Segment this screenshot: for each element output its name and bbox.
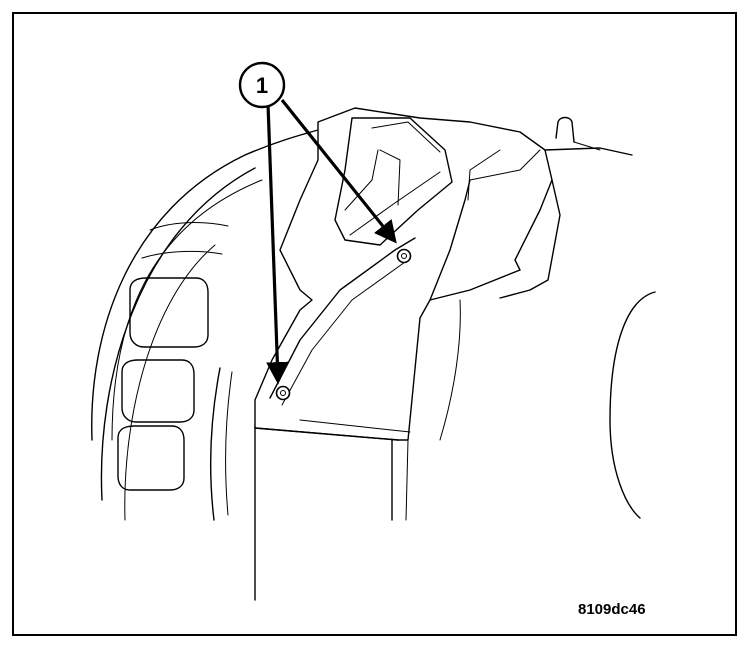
trim-panel — [254, 107, 553, 441]
quarter-panel-inner — [391, 147, 656, 521]
figure-id: 8109dc46 — [578, 601, 646, 618]
callout-number: 1 — [256, 73, 268, 98]
figure-border — [12, 12, 737, 636]
wheelhouse-arch — [91, 129, 319, 521]
leader-arrow-lower — [266, 103, 289, 385]
callout-balloon: 1 — [238, 61, 286, 109]
body-stud — [555, 116, 601, 151]
screw-lower — [275, 385, 291, 401]
body-pillar — [209, 367, 256, 601]
screw-upper — [396, 248, 412, 264]
leader-arrow-upper — [280, 99, 397, 244]
inner-fender-pockets — [117, 222, 229, 491]
